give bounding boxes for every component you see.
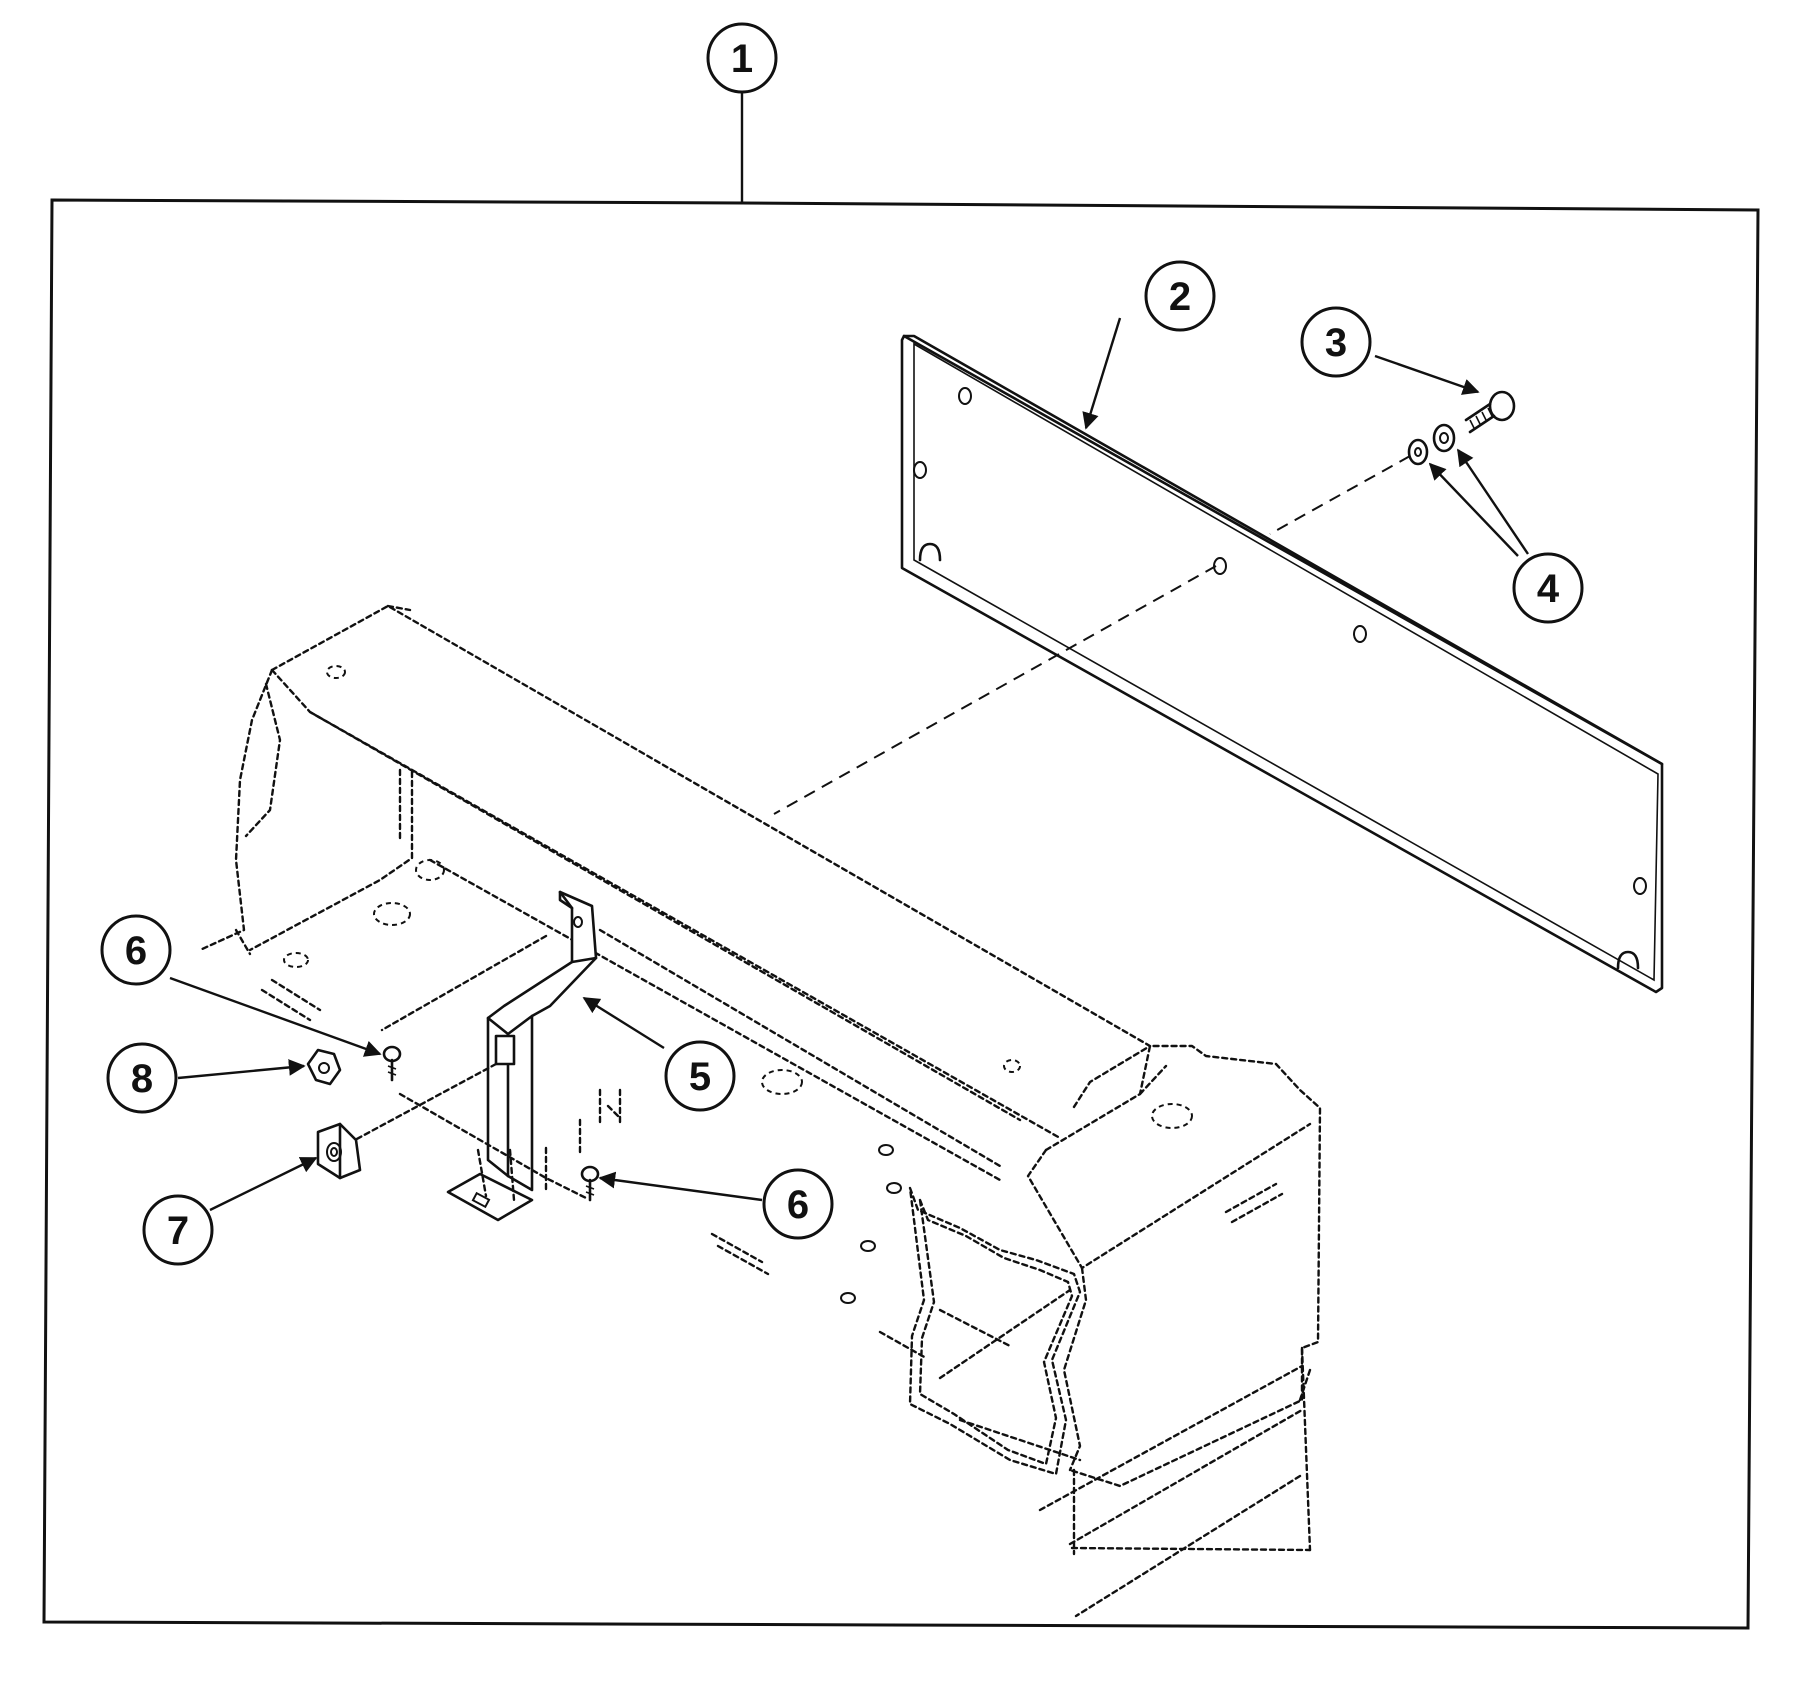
callout-5: 5: [664, 1040, 736, 1112]
nut: [306, 1048, 342, 1086]
svg-text:6: 6: [787, 1183, 809, 1227]
bracket: [446, 890, 598, 1222]
assembly-line: [773, 455, 1411, 815]
svg-text:2: 2: [1169, 275, 1191, 319]
svg-text:8: 8: [131, 1057, 153, 1101]
back-panel: [900, 334, 1664, 994]
callout-6-left: 6: [100, 914, 172, 986]
chassis-frame: [198, 604, 1152, 1360]
svg-text:1: 1: [731, 37, 753, 81]
clip-nut: [316, 1122, 362, 1180]
callout-1: 1: [706, 22, 778, 94]
callout-4: 4: [1512, 552, 1584, 624]
callout-3: 3: [1300, 306, 1372, 378]
svg-text:5: 5: [689, 1055, 711, 1099]
callout-7: 7: [142, 1194, 214, 1266]
bracket-screw-upper: [382, 1045, 402, 1082]
screw: [1464, 390, 1516, 434]
svg-text:3: 3: [1325, 321, 1347, 365]
callout-8: 8: [106, 1042, 178, 1114]
washers: [1407, 423, 1456, 466]
callout-6-right: 6: [762, 1168, 834, 1240]
bracket-screw-lower: [580, 1165, 600, 1202]
assembly-frame: [42, 90, 1760, 1630]
leader-lines: [169, 317, 1529, 1212]
callout-2: 2: [1144, 260, 1216, 332]
svg-text:6: 6: [125, 929, 147, 973]
svg-text:4: 4: [1537, 567, 1560, 611]
side-box: [908, 1044, 1322, 1618]
bracket-fastening-lines: [338, 934, 622, 1202]
svg-text:7: 7: [167, 1209, 189, 1253]
